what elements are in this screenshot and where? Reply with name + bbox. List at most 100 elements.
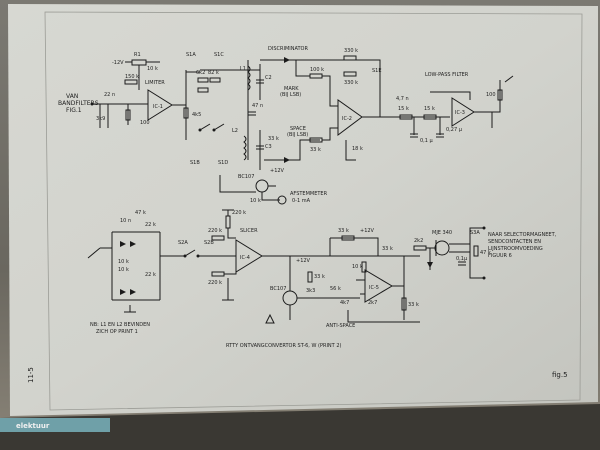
publisher-strip bbox=[0, 418, 110, 432]
input-label-1: VAN bbox=[66, 93, 78, 100]
r-10k-a-label: 10 k bbox=[118, 259, 129, 265]
s1d-label: S1D bbox=[218, 160, 228, 166]
r-33k-label: 33 k bbox=[268, 136, 279, 142]
r-33k-ic5-label: 33 k bbox=[382, 246, 393, 252]
ic4-out-wires bbox=[262, 237, 420, 270]
r-22k-b-label: 22 k bbox=[145, 272, 156, 278]
space-diode bbox=[284, 157, 290, 163]
r-330k-b bbox=[343, 71, 357, 77]
input-res-label: 3k9 bbox=[96, 116, 105, 122]
tuning-meter-label-1: AFSTEMMETER bbox=[290, 191, 328, 197]
bc107-lower-wires bbox=[289, 270, 360, 320]
s1b-label: S1B bbox=[190, 160, 200, 166]
cap-01u-lower bbox=[458, 261, 466, 266]
lower-circuit: 10 n 47 k 22 k 22 k 10 k 10 k S2A S2B 22… bbox=[87, 209, 557, 349]
l1-label: L1 bbox=[240, 66, 246, 72]
s1e-label: S1E bbox=[372, 68, 382, 74]
r1-value: 10 k bbox=[147, 66, 158, 72]
cap-01u-label: 0,1 μ bbox=[420, 138, 434, 144]
slicer-label: SLICER bbox=[240, 228, 258, 234]
r-4k7-label: 4k7 bbox=[340, 300, 349, 306]
r-33k-top-label: 33 k bbox=[338, 228, 349, 234]
r-3k3-label: 3k3 bbox=[306, 288, 315, 294]
r-15k-a-label: 15 k bbox=[398, 106, 409, 112]
note-label-1: NB: L1 EN L2 BEVINDEN bbox=[90, 322, 150, 328]
ic3-label: IC-3 bbox=[455, 110, 465, 116]
input-cap-label: 22 n bbox=[104, 92, 115, 98]
bridge-ground bbox=[124, 305, 136, 313]
input-node bbox=[90, 102, 94, 106]
space-label-2: (BIJ LSB) bbox=[287, 132, 308, 138]
input-label-2: BANDFILTERS bbox=[58, 100, 99, 107]
output-label-3: LIJNSTROOMVOEDING bbox=[488, 246, 543, 252]
r-6k2 bbox=[197, 77, 209, 83]
r-2k2-label: 2k2 bbox=[414, 238, 423, 244]
output-node-2 bbox=[482, 276, 486, 280]
s1-switch-arms bbox=[199, 123, 225, 131]
ground-diode bbox=[265, 313, 275, 324]
bridge-diode-4 bbox=[130, 289, 136, 295]
paper-sheet bbox=[8, 4, 598, 416]
mje340-transistor bbox=[434, 240, 450, 256]
publisher-strip-text: elektuur bbox=[16, 422, 50, 430]
ic2-ground bbox=[345, 140, 356, 161]
note-label-2: ZICH OP PRINT 1 bbox=[96, 329, 138, 335]
page-number: 11-5 bbox=[27, 367, 35, 383]
limiter-label: LIMITER bbox=[145, 80, 165, 86]
space-label-1: SPACE bbox=[290, 126, 306, 132]
output-arrow bbox=[504, 75, 514, 83]
r-82k-label: 82 k bbox=[208, 70, 219, 76]
tuning-meter bbox=[277, 195, 287, 205]
output-label-1: NAAR SELECTORMAGNEET, bbox=[488, 232, 557, 238]
r-33k-mid bbox=[307, 271, 313, 283]
mark-label-2: (BIJ LSB) bbox=[280, 92, 301, 98]
ic2-opamp bbox=[337, 99, 363, 136]
r-330k-b-label: 330 k bbox=[344, 80, 358, 86]
r-56k-label: 56 k bbox=[330, 286, 341, 292]
output-label-2: SENDCONTACTEN EN bbox=[488, 239, 541, 245]
page-frame bbox=[44, 11, 583, 411]
mje-output-wires bbox=[449, 227, 484, 279]
r-47k-label: 47 k bbox=[135, 210, 146, 216]
r1-label: R1 bbox=[134, 52, 141, 58]
r-4k5-label: 4k5 bbox=[192, 112, 201, 118]
supply-pos-label-lower-2: +12V bbox=[296, 258, 311, 264]
bottom-rail bbox=[347, 310, 420, 323]
mje-diode bbox=[427, 262, 433, 268]
ic2-wires bbox=[322, 59, 398, 141]
r-330k-a-label: 330 k bbox=[344, 48, 358, 54]
bridge-wires bbox=[87, 231, 161, 301]
r-47k-out bbox=[473, 245, 479, 257]
ic1-res bbox=[125, 109, 131, 121]
r-100k-mark-label: 100 k bbox=[310, 67, 324, 73]
l2-coil bbox=[243, 135, 247, 161]
output-label-4: FIGUUR 6 bbox=[488, 253, 512, 259]
supply-pos-label-upper: +12V bbox=[270, 168, 285, 174]
l2-label: L2 bbox=[232, 128, 238, 134]
r-18k-label: 18 k bbox=[352, 146, 363, 152]
ic5-opamp bbox=[364, 269, 393, 303]
r-33k-out-label: 33 k bbox=[408, 302, 419, 308]
transistor-bc107-label: BC107 bbox=[270, 286, 286, 292]
r-22k-a-label: 22 k bbox=[145, 222, 156, 228]
r1-wires bbox=[125, 61, 160, 90]
ic2-label: IC-2 bbox=[342, 116, 352, 122]
ic1-res-label: 100 bbox=[140, 120, 150, 126]
ic1-label: IC-1 bbox=[153, 104, 163, 110]
bridge-diode-3 bbox=[120, 289, 126, 295]
s2b-label: S2B bbox=[204, 240, 214, 246]
ic4-opamp bbox=[235, 239, 263, 273]
mark-diode bbox=[284, 57, 290, 63]
antispace-label: ANTI-SPACE bbox=[326, 323, 355, 329]
cap-10n-label: 10 n bbox=[120, 218, 131, 224]
r-47k-out-label: 47 k bbox=[480, 250, 491, 256]
r-10k-meter-label: 10 k bbox=[250, 198, 261, 204]
ic1-opamp bbox=[147, 89, 173, 121]
r-100k-space-label: 33 k bbox=[310, 147, 321, 153]
r-10k-b-label: 10 k bbox=[118, 267, 129, 273]
ic5-wires bbox=[356, 256, 405, 320]
bridge-diode-2 bbox=[130, 241, 136, 247]
r-330k-a bbox=[343, 55, 357, 61]
